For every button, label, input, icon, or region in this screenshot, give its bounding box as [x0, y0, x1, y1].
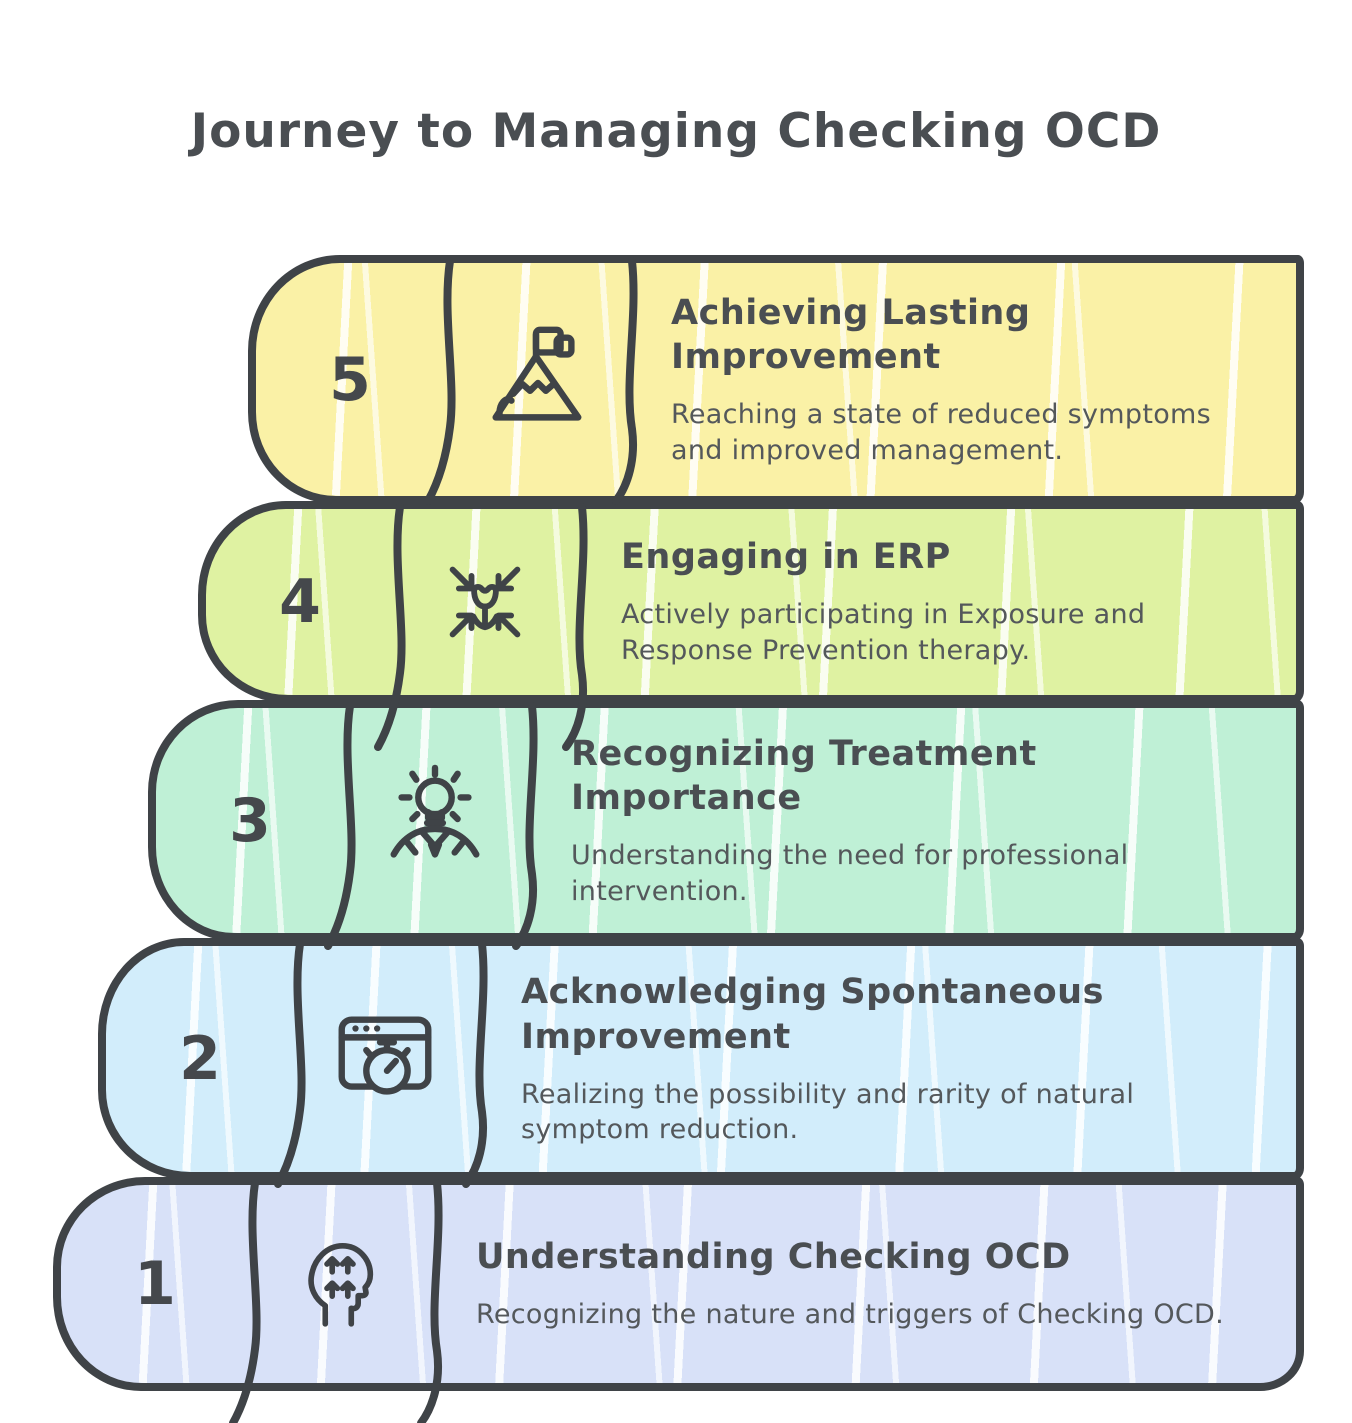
step-description: Actively participating in Exposure and R…: [621, 599, 1146, 666]
step-row-5: 5 Achieving Lasting Improvement Reaching…: [248, 255, 1304, 504]
step-description: Recognizing the nature and triggers of C…: [476, 1299, 1225, 1331]
step-description: Reaching a state of reduced symptoms and…: [671, 399, 1212, 466]
step-title: Achieving Lasting Improvement: [671, 292, 1031, 378]
step-description: Understanding the need for professional …: [571, 840, 1129, 907]
step-title: Understanding Checking OCD: [476, 1237, 1071, 1278]
page-title: Journey to Managing Checking OCD: [190, 104, 1162, 159]
step-row-2: 2 Acknowledging Spontaneous: [98, 938, 1304, 1180]
lightbulb-person-icon: [390, 764, 480, 858]
step-number: 2: [179, 1024, 221, 1094]
step-description: Realizing the possibility and rarity of …: [521, 1078, 1135, 1146]
step-row-1: 1 Understanding Checking OCD Recognizing…: [53, 1177, 1304, 1391]
browser-stopwatch-icon: [338, 1016, 432, 1095]
step-row-4: 4 Engaging in ERP Actively participating…: [198, 501, 1304, 703]
step-number: 5: [329, 344, 371, 415]
step-number: 1: [134, 1249, 176, 1319]
step-row-3: 3: [148, 700, 1304, 941]
head-arrows-icon: [308, 1243, 374, 1327]
step-title: Acknowledging Spontaneous Improvement: [521, 972, 1104, 1057]
step-title: Engaging in ERP: [621, 537, 951, 578]
step-number: 4: [279, 567, 321, 637]
step-title: Recognizing Treatment Importance: [571, 733, 1037, 819]
step-number: 3: [229, 785, 271, 856]
converging-arrows-flower-icon: [449, 566, 521, 638]
mountain-flag-icon: [492, 326, 582, 421]
